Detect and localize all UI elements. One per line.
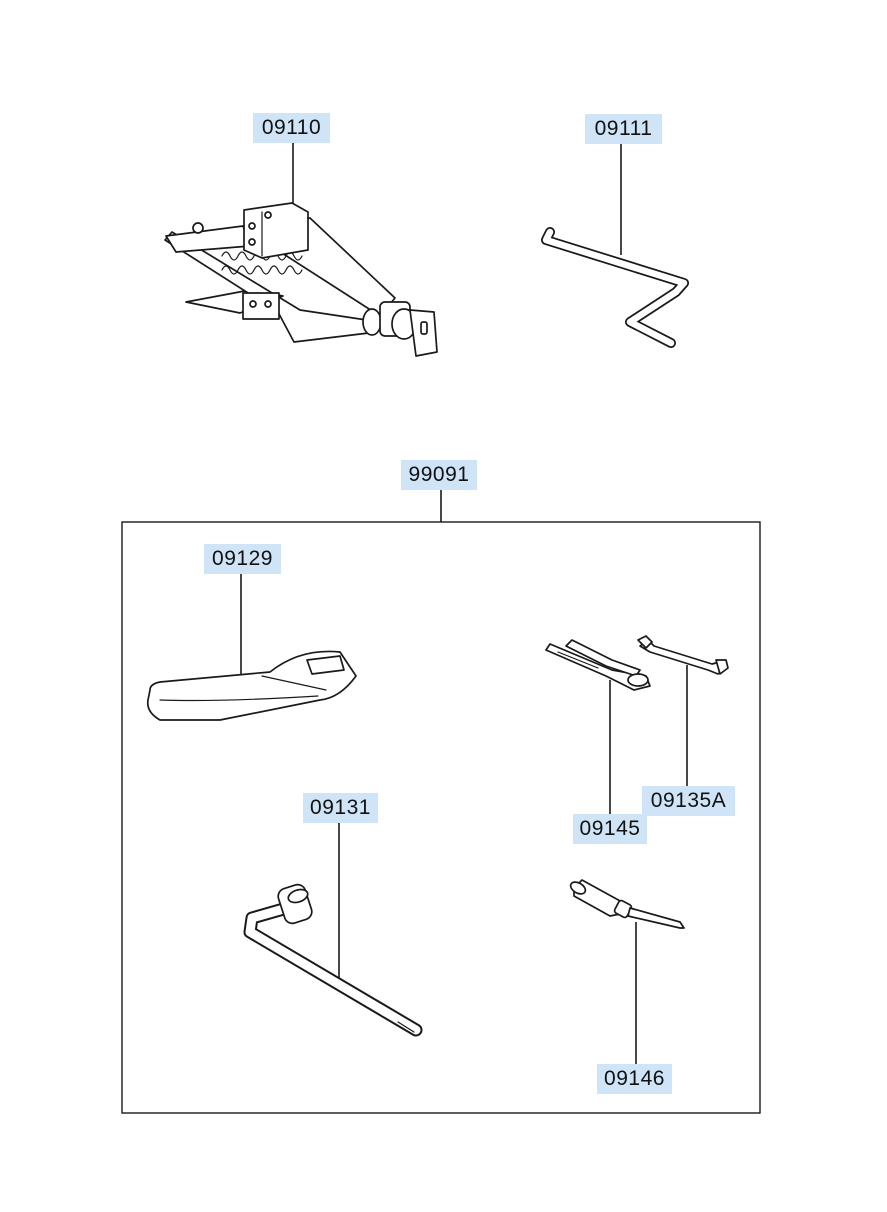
part-label-tool-kit[interactable]: 99091 — [401, 460, 477, 490]
part-label-spanner[interactable]: 09135A — [642, 786, 735, 816]
part-label-tool-bag[interactable]: 09129 — [204, 544, 281, 574]
part-label-pliers[interactable]: 09145 — [573, 814, 647, 844]
part-label-jack[interactable]: 09110 — [253, 113, 330, 143]
part-label-jack-handle[interactable]: 09111 — [585, 114, 662, 144]
tool-bag-icon — [146, 650, 357, 721]
screwdriver-icon — [569, 879, 685, 929]
part-label-screwdriver[interactable]: 09146 — [597, 1064, 672, 1094]
tool-kit-frame — [121, 521, 761, 1114]
scissor-jack-icon — [164, 202, 438, 357]
wheel-wrench-icon — [243, 883, 423, 1037]
part-label-wheel-wrench[interactable]: 09131 — [303, 793, 378, 823]
jack-handle-icon — [541, 227, 689, 348]
spanner-icon — [637, 635, 729, 675]
pliers-icon — [545, 639, 651, 691]
